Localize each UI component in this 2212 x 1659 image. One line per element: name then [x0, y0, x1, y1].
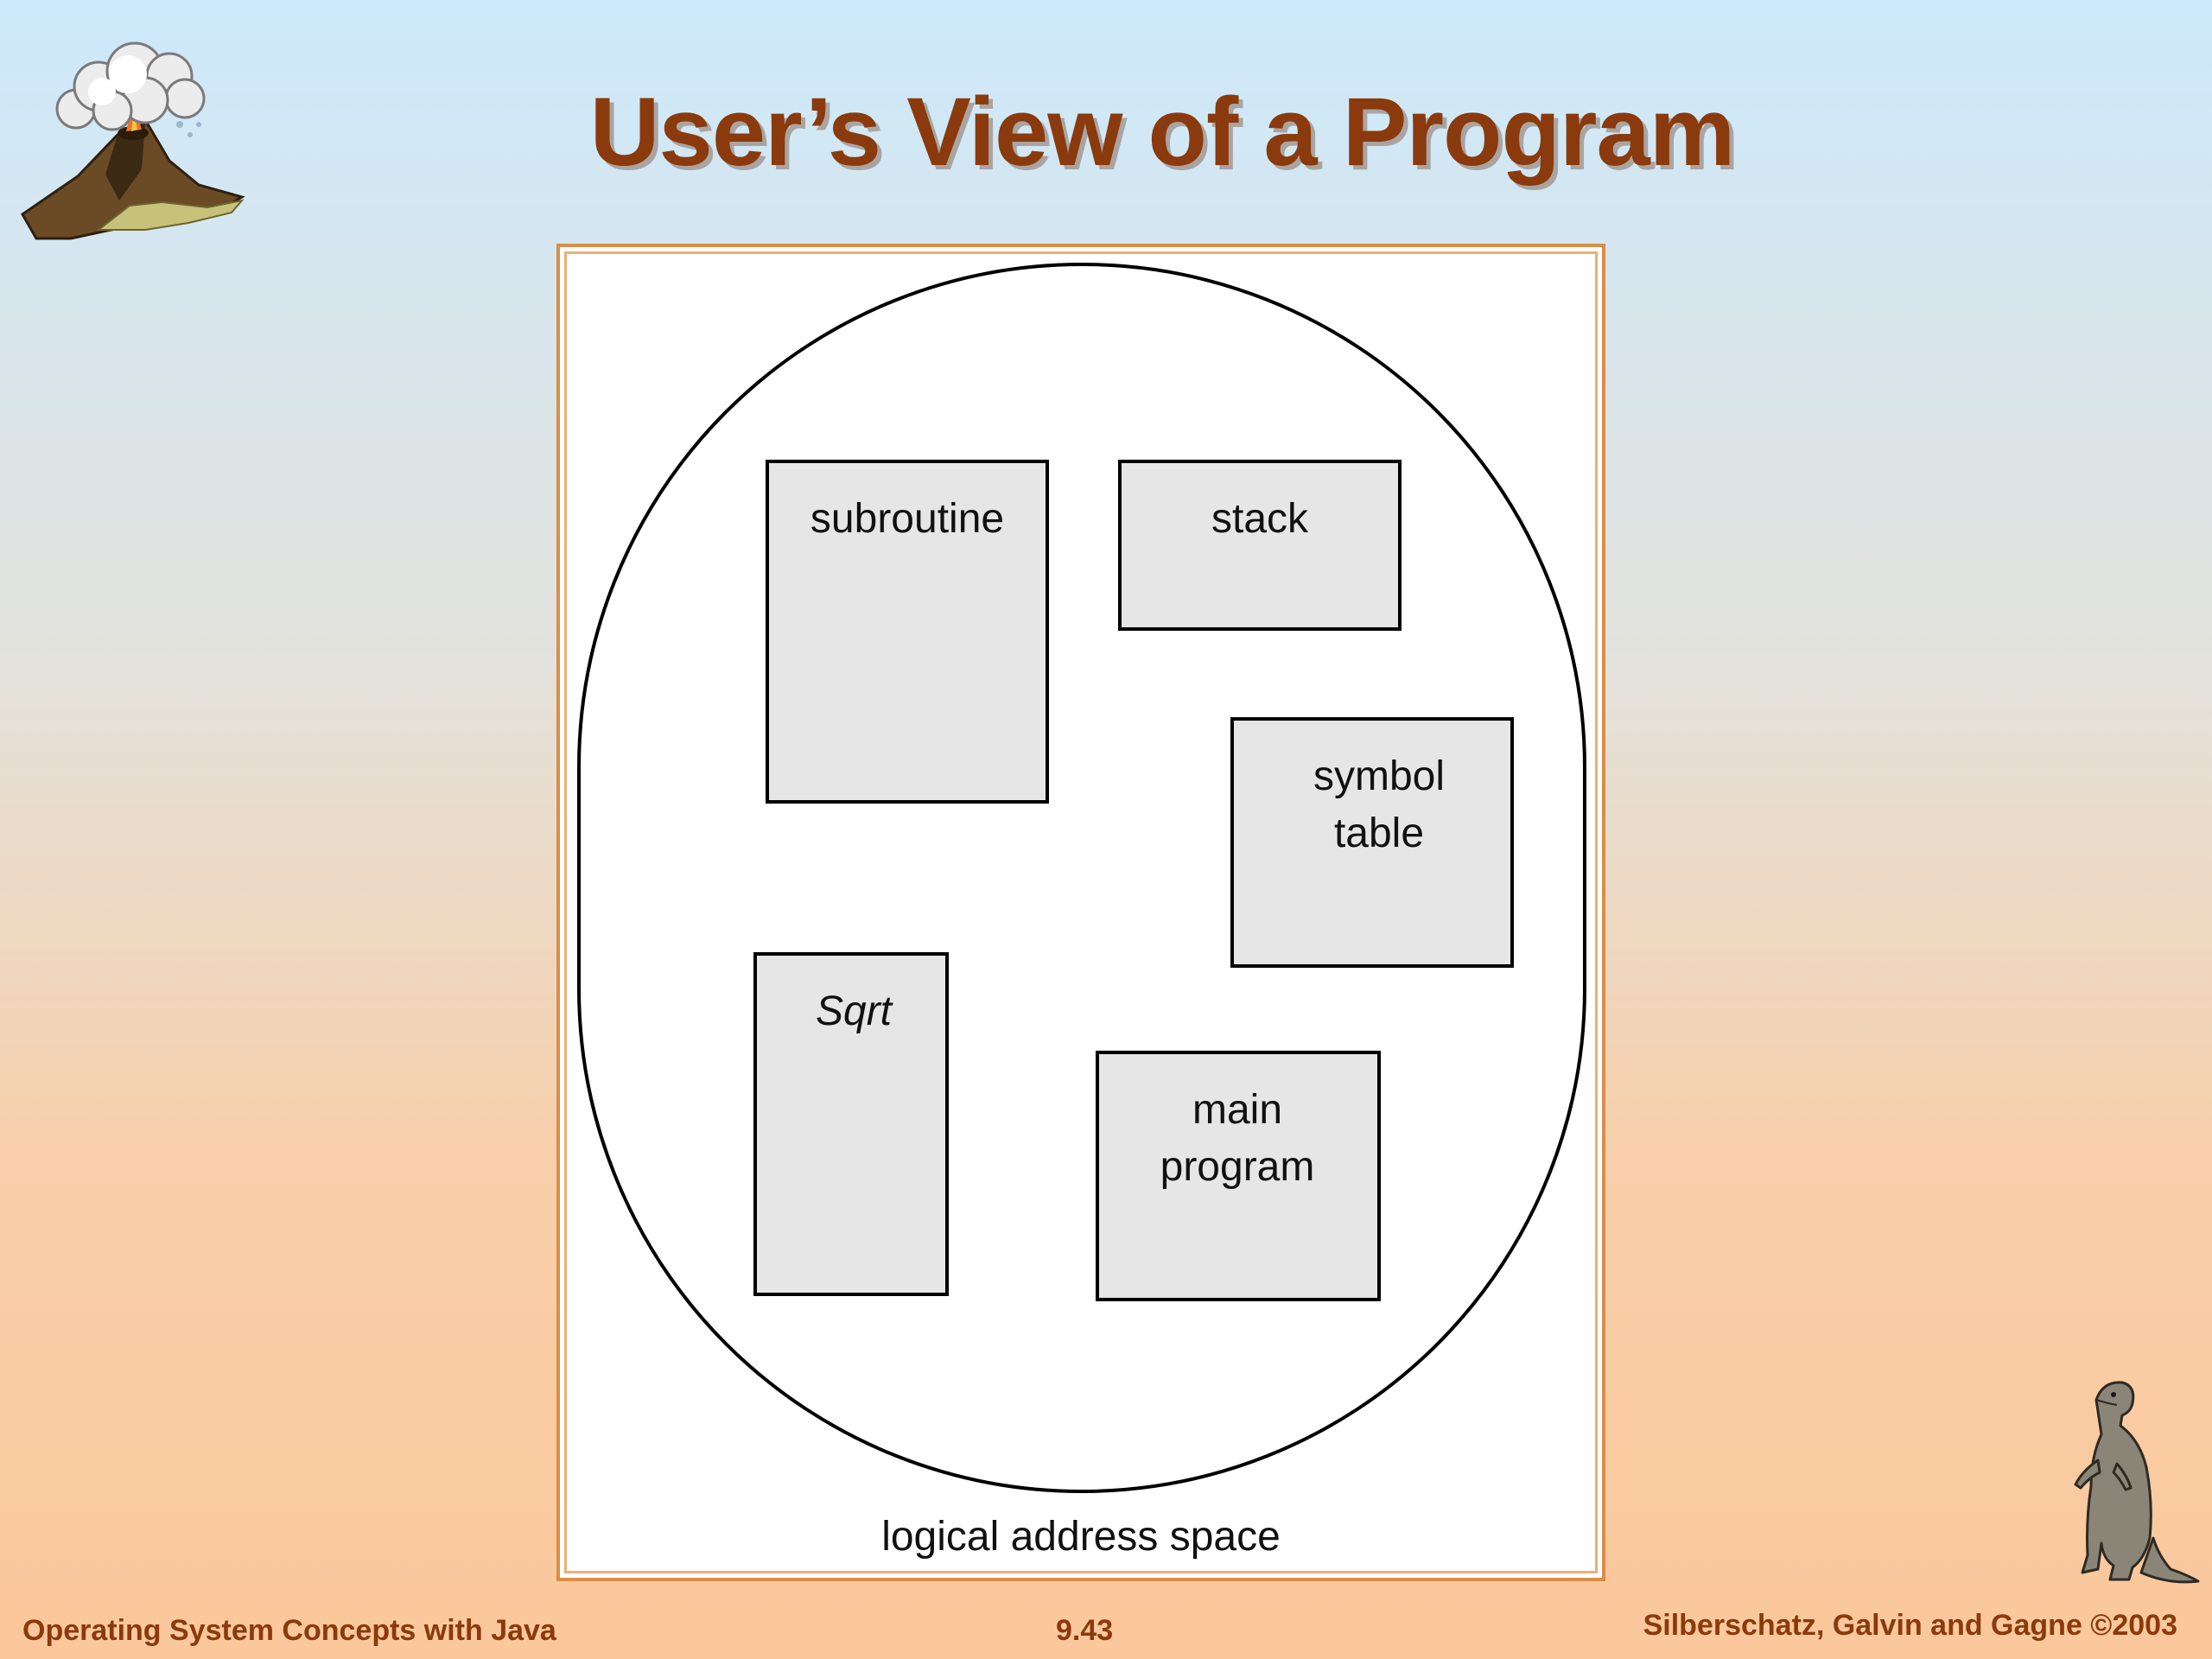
segment-main-program-label-line1: main: [1192, 1087, 1282, 1133]
segment-stack: [1118, 460, 1402, 631]
footer-slide-number: 9.43: [1056, 1614, 1114, 1647]
diagram-caption: logical address space: [881, 1514, 1281, 1560]
volcano-icon: [21, 41, 245, 240]
footer-book-title: Operating System Concepts with Java: [22, 1614, 556, 1647]
logical-address-space-diagram: subroutine stack symbol table Sqrt main …: [577, 263, 1586, 1560]
segment-subroutine-label: subroutine: [810, 496, 1004, 542]
segment-sqrt: [753, 952, 949, 1296]
footer-copyright: Silberschatz, Galvin and Gagne ©2003: [1643, 1609, 2177, 1642]
segment-stack-label: stack: [1211, 496, 1309, 542]
diagram-frame: subroutine stack symbol table Sqrt main …: [556, 244, 1605, 1581]
segment-symbol-table-label-line2: table: [1334, 810, 1424, 856]
segment-main-program-label-line2: program: [1160, 1144, 1315, 1190]
segment-symbol-table: [1230, 717, 1514, 968]
segment-symbol-table-label-line1: symbol: [1313, 753, 1445, 799]
segment-subroutine: [766, 460, 1049, 804]
slide-title: User’s View of a Program: [589, 78, 1736, 186]
segment-sqrt-label: Sqrt: [816, 988, 893, 1034]
dinosaur-icon: [2074, 1381, 2200, 1584]
segment-main-program: [1096, 1051, 1381, 1301]
